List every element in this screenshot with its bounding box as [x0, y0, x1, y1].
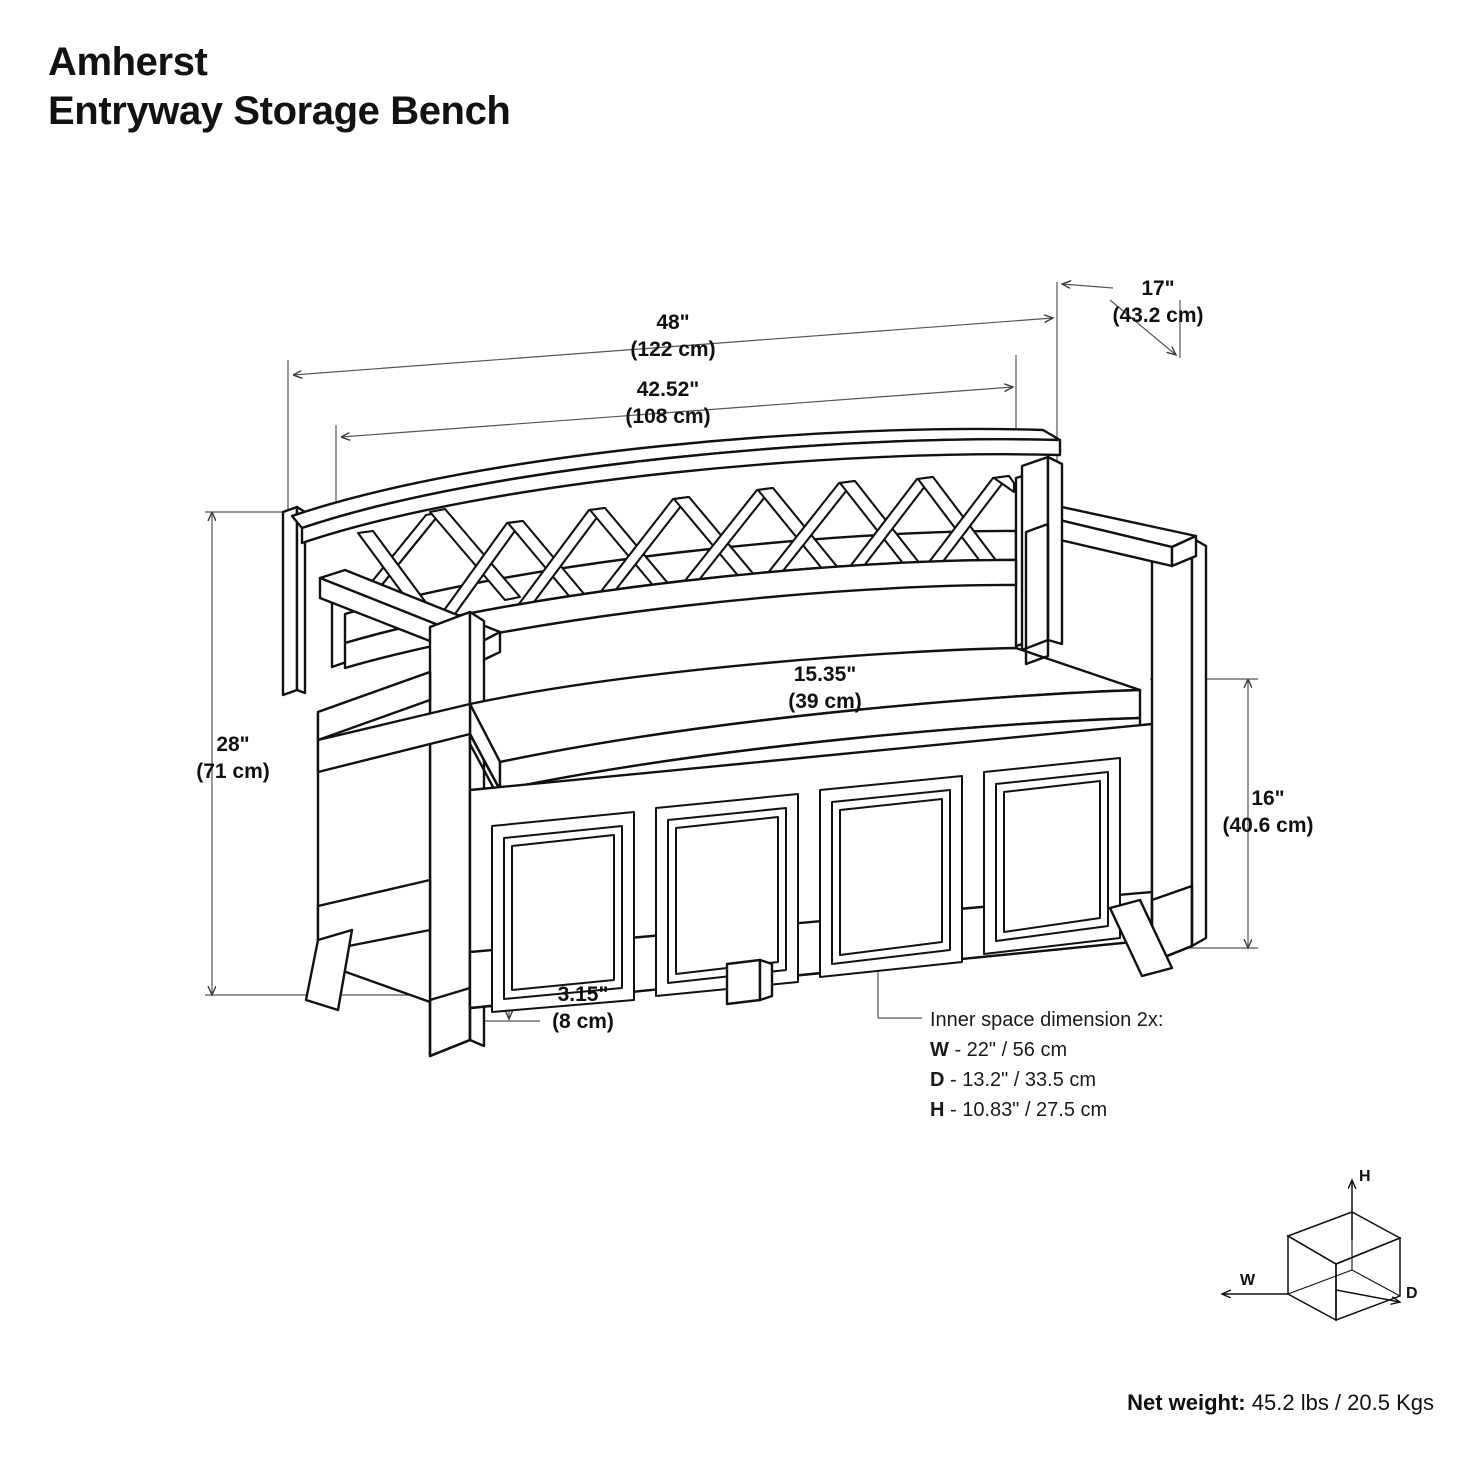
dim-value-imperial: 48" [656, 311, 690, 334]
net-weight-label: Net weight: [1127, 1390, 1246, 1415]
storage-panels [491, 757, 1121, 1013]
dim-value-imperial: 15.35" [793, 663, 857, 686]
storage-panel-1 [491, 811, 635, 1013]
dim-value-metric: (40.6 cm) [1222, 813, 1314, 837]
right-arm-support [1024, 522, 1050, 666]
net-weight-value: 45.2 lbs / 20.5 Kgs [1251, 1390, 1434, 1415]
storage-panel-2 [655, 793, 799, 997]
dim-value-imperial: 17" [1141, 277, 1175, 300]
storage-panel-4 [983, 757, 1121, 955]
rear-left-post [281, 505, 307, 697]
rear-left-leg [304, 928, 354, 1012]
right-rear-leg [1108, 898, 1174, 978]
product-name: Amherst [48, 40, 208, 84]
right-front-post [1150, 536, 1208, 964]
dim-value-imperial: 16" [1251, 787, 1285, 810]
center-foot [725, 958, 774, 1006]
inner-space-key-d: D [930, 1069, 945, 1091]
legend-cube-hidden2 [1287, 1269, 1353, 1295]
left-seat-side-rail [316, 702, 472, 774]
inner-space-value-h: - 10.83" / 27.5 cm [950, 1099, 1108, 1121]
right-back-post [1020, 455, 1064, 652]
inner-space-row-h: H - 10.83" / 27.5 cm [930, 1095, 1163, 1125]
dim-leader-17-right [1109, 299, 1176, 355]
dim-value-metric: (8 cm) [552, 1009, 614, 1033]
dim-line-4252 [341, 387, 1013, 437]
dim-value-metric: (39 cm) [788, 689, 862, 713]
page-title: Amherst Entryway Storage Bench [48, 38, 511, 136]
dim-label-seat-depth: 15.35" (39 cm) [745, 662, 905, 716]
inner-space-callout: Inner space dimension 2x: W - 22" / 56 c… [930, 1005, 1163, 1125]
backrest-top-rail [290, 427, 1062, 545]
dim-value-metric: (122 cm) [630, 337, 716, 361]
inner-space-row-w: W - 22" / 56 cm [930, 1035, 1163, 1065]
product-type: Entryway Storage Bench [48, 88, 511, 133]
dim-label-seat-height: 16" (40.6 cm) [1188, 786, 1348, 840]
dim-label-width-overall: 48" (122 cm) [608, 310, 738, 364]
dim-label-depth-overall: 17" (43.2 cm) [1078, 276, 1238, 330]
legend-cube-left [1287, 1234, 1337, 1322]
legend-label-width: W [1240, 1272, 1256, 1289]
dim-value-imperial: 3.15" [557, 983, 609, 1006]
legend-cube-top [1286, 1211, 1402, 1265]
dim-value-metric: (108 cm) [625, 404, 711, 428]
inner-space-value-w: - 22" / 56 cm [954, 1039, 1068, 1061]
dim-label-width-inner: 42.52" (108 cm) [588, 377, 748, 431]
dim-line-48 [293, 318, 1053, 375]
dim-label-floor-clearance: 3.15" (8 cm) [518, 982, 648, 1036]
storage-box-front [468, 722, 1154, 1010]
dim-value-metric: (71 cm) [196, 759, 270, 783]
inner-space-key-h: H [930, 1099, 945, 1121]
backrest-bottom-band [343, 558, 1018, 670]
axis-legend [1222, 1180, 1402, 1322]
inner-space-key-w: W [930, 1039, 949, 1061]
storage-panel-3 [819, 775, 963, 978]
inner-space-value-d: - 13.2" / 33.5 cm [950, 1069, 1097, 1091]
dim-leader-17-left [1062, 284, 1114, 288]
net-weight: Net weight: 45.2 lbs / 20.5 Kgs [1127, 1390, 1434, 1416]
dim-value-imperial: 42.52" [636, 378, 700, 401]
dim-label-height-overall: 28" (71 cm) [168, 732, 298, 786]
legend-label-height: H [1359, 1168, 1371, 1185]
inner-space-row-d: D - 13.2" / 33.5 cm [930, 1065, 1163, 1095]
inner-space-heading: Inner space dimension 2x: [930, 1009, 1164, 1031]
dim-value-metric: (43.2 cm) [1112, 303, 1204, 327]
legend-label-depth: D [1406, 1285, 1418, 1302]
dim-value-imperial: 28" [216, 733, 250, 756]
bench-drawing-body [281, 427, 1208, 1058]
legend-axis-d [1335, 1289, 1400, 1302]
